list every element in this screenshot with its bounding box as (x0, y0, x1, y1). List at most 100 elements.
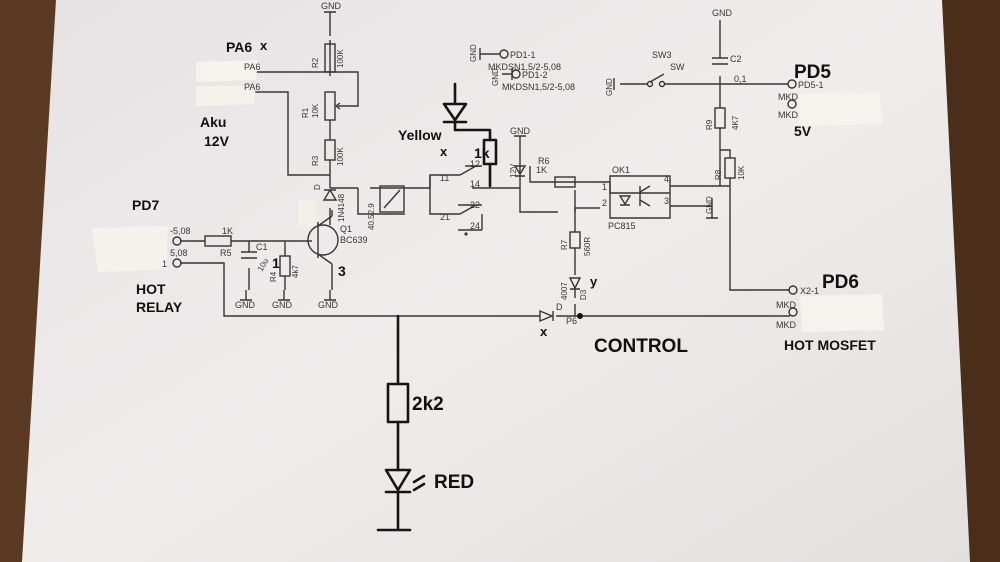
control-diode-ref: D (556, 302, 563, 312)
d3-value: 4007 (560, 282, 569, 300)
r5-value: 1K (222, 226, 233, 236)
hand-pd6: PD6 (822, 272, 859, 293)
resistor-r8 (724, 157, 736, 179)
hand-5v: 5V (794, 123, 812, 139)
gnd-label-pd1-1: GND (469, 44, 478, 62)
opto-pin-4: 4 (664, 174, 669, 184)
r3-ref: R3 (311, 155, 320, 166)
pin-12-label: 12 (470, 159, 480, 169)
paper-sheet (22, 0, 970, 562)
gnd-label-r4: GND (272, 300, 293, 310)
gnd-label-pd1-2: GND (491, 68, 500, 86)
optocoupler-internals (618, 185, 651, 207)
pd7-pin-a (172, 236, 182, 246)
resistor-r7 (569, 231, 581, 249)
gnd-label-top: GND (321, 1, 342, 11)
pin-24-label: 24 (470, 221, 480, 231)
mkdsn-label-2: MKDSN1,5/2-5,08 (502, 82, 575, 92)
gnd-label-q1: GND (318, 300, 339, 310)
r6-value: 1K (536, 165, 547, 175)
hand-x-pa6: x (260, 38, 268, 53)
pd7-pin-a-label: -5,08 (170, 226, 191, 236)
mkd-label-b: MKD (778, 110, 799, 120)
relay-pin-24-dot (464, 232, 468, 236)
r4-value: 4k7 (291, 265, 300, 278)
r2-ref: R2 (311, 57, 320, 68)
printed-wires (180, 12, 790, 317)
hand-hot: HOT (136, 281, 166, 297)
hand-y-d3: y (590, 274, 598, 289)
r4-ref: R4 (269, 271, 278, 282)
pin-14-label: 14 (470, 179, 480, 189)
r1-value: 10K (311, 103, 320, 118)
r2-value: 100K (336, 49, 345, 68)
pd5-pin-label: PD5-1 (798, 80, 824, 90)
hand-control: CONTROL (594, 336, 688, 357)
r8-ref: R8 (714, 169, 723, 180)
diode-value: 1N4148 (337, 193, 346, 222)
ok1-ref: OK1 (612, 165, 630, 175)
led-yellow (442, 82, 492, 142)
hand-relay: RELAY (136, 299, 183, 315)
mkd-label-d: MKD (776, 320, 797, 330)
r8-value: 10K (737, 165, 746, 180)
c2-value: 0,1 (734, 74, 747, 84)
r9-ref: R9 (705, 119, 714, 130)
relay-contacts (459, 165, 477, 215)
q1-ref: Q1 (340, 224, 352, 234)
mkdsn-label-1: MKDSN1,5/2-5,08 (488, 62, 561, 72)
relay-coil-line (383, 189, 401, 209)
r7-value: 560R (583, 237, 592, 256)
r9-value: 4K7 (731, 115, 740, 130)
mkd-label-a: MKD (778, 92, 799, 102)
x2-pin-b (788, 307, 798, 317)
control-junction (577, 313, 583, 319)
diode-1n4148 (322, 188, 338, 201)
ground-symbols (240, 11, 718, 301)
r7-ref: R7 (560, 239, 569, 250)
pd5-pin-b (787, 99, 797, 109)
transistor-q1 (307, 224, 339, 256)
hand-x-relay: x (440, 144, 448, 159)
gnd-label-c2: GND (712, 8, 733, 18)
pd1-1-pin (499, 49, 509, 59)
hand-pd7: PD7 (132, 197, 159, 213)
resistor-r2 (324, 43, 336, 73)
capacitor-c2 (712, 57, 728, 65)
opto-pin-2: 2 (602, 198, 607, 208)
handwritten-additions (376, 82, 498, 532)
ok1-value: PC815 (608, 221, 636, 231)
led-red (384, 468, 412, 494)
hand-x-control: x (540, 324, 548, 339)
resistor-r3 (324, 139, 336, 161)
resistor-2k2 (386, 382, 410, 424)
relay-value: 40.52.9 (367, 203, 376, 230)
hand-yellow: Yellow (398, 127, 442, 143)
led-12v (513, 165, 527, 177)
r6-ref: R6 (538, 156, 550, 166)
x2-pin-a (788, 285, 798, 295)
resistor-r5 (204, 235, 232, 247)
gnd-label-sw: GND (605, 78, 614, 96)
gnd-label-opto: GND (705, 196, 714, 214)
pd5-pin (787, 79, 797, 89)
hand-aku: Aku (200, 114, 226, 130)
capacitor-c1 (241, 251, 257, 259)
resistor-r4 (279, 255, 291, 277)
hand-pa6: PA6 (226, 39, 252, 55)
gnd-label-c1: GND (235, 300, 256, 310)
diode-control (539, 309, 554, 323)
pd1-1-label: PD1-1 (510, 50, 536, 60)
diode-ref: D (313, 184, 322, 190)
pin-11-label: 11 (440, 173, 449, 183)
pa6-label-b: PA6 (244, 82, 260, 92)
mkd-label-c: MKD (776, 300, 797, 310)
c1-ref: C1 (256, 242, 268, 252)
d3-ref: D3 (579, 289, 588, 300)
hand-1k: 1k (474, 145, 490, 161)
pd7-pin-b-label: 5,08 (170, 248, 188, 258)
opto-pin-1: 1 (602, 182, 607, 192)
sw-label: SW (670, 62, 685, 72)
pin-21-label: 21 (440, 212, 450, 222)
